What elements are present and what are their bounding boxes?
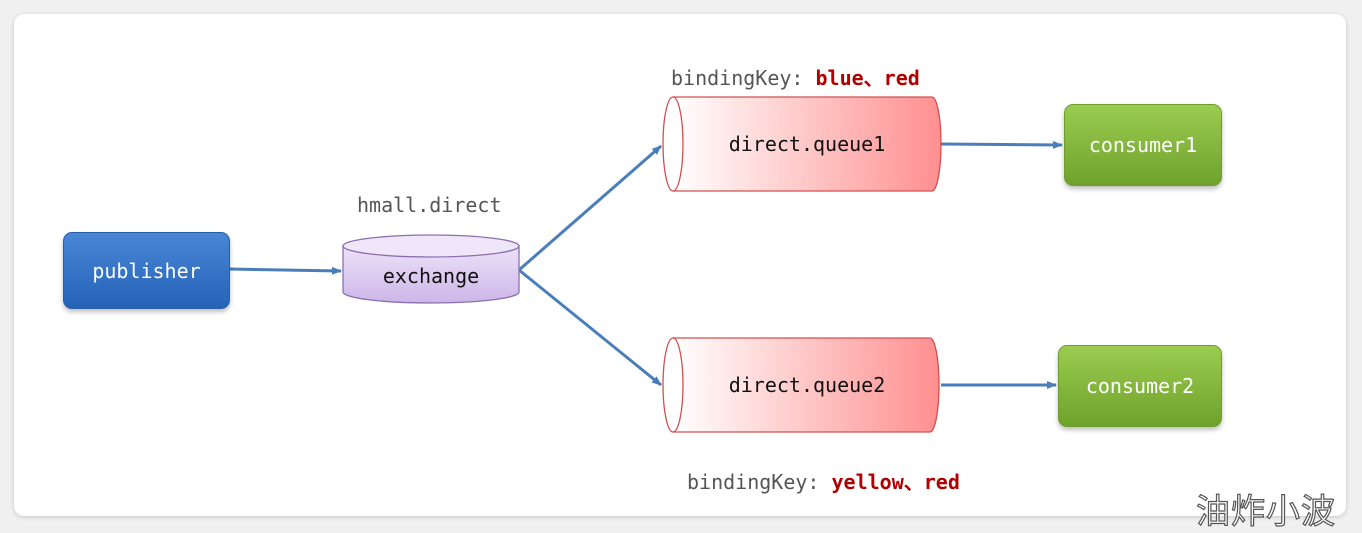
consumer1-label: consumer1 (1088, 133, 1198, 157)
arrow-publisher-exchange (228, 266, 342, 275)
consumer1-node: consumer1 (1064, 104, 1222, 186)
queue1-binding-values: blue、red (815, 66, 920, 90)
watermark: 油炸小波 (1195, 491, 1336, 532)
queue1-node: direct.queue1 (662, 96, 942, 192)
queue1-binding-prefix: bindingKey: (671, 66, 816, 90)
queue2-node: direct.queue2 (662, 337, 940, 433)
arrow-exchange-queue1 (518, 144, 662, 272)
queue2-label: direct.queue2 (729, 373, 886, 397)
consumer2-node: consumer2 (1058, 345, 1222, 427)
arrow-queue1-consumer1 (940, 140, 1063, 149)
arrow-exchange-queue2 (518, 268, 662, 387)
queue2-binding-prefix: bindingKey: (687, 470, 832, 494)
exchange-label: exchange (383, 264, 479, 288)
queue1-label: direct.queue1 (729, 132, 886, 156)
queue2-binding-values: yellow、red (831, 470, 960, 494)
exchange-node: exchange (342, 234, 520, 304)
queue2-binding-key: bindingKey: yellow、red (687, 466, 960, 495)
publisher-node: publisher (63, 232, 230, 309)
consumer2-label: consumer2 (1085, 374, 1195, 398)
queue1-binding-key: bindingKey: blue、red (671, 62, 920, 91)
exchange-name: hmall.direct (357, 193, 502, 217)
publisher-label: publisher (92, 258, 201, 283)
